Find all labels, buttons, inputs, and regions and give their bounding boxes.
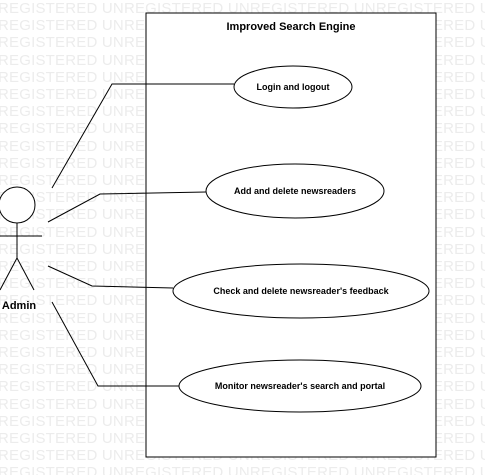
association-add-delete[interactable] bbox=[47, 191, 207, 223]
actor-right-leg bbox=[16, 257, 35, 291]
actor-left-leg bbox=[0, 257, 18, 291]
use-case-ellipse bbox=[172, 263, 430, 319]
use-case-monitor-search-portal[interactable]: Monitor newsreader's search and portal bbox=[178, 359, 422, 413]
association-feedback[interactable] bbox=[47, 265, 174, 289]
use-case-label: Check and delete newsreader's feedback bbox=[213, 286, 389, 296]
use-case-ellipse bbox=[205, 163, 385, 219]
use-case-ellipse bbox=[178, 359, 422, 413]
actor-head bbox=[0, 186, 36, 224]
use-case-login-logout[interactable]: Login and logout bbox=[233, 65, 353, 109]
use-case-label: Add and delete newsreaders bbox=[234, 186, 356, 196]
use-case-label: Monitor newsreader's search and portal bbox=[215, 381, 385, 391]
use-case-check-delete-feedback[interactable]: Check and delete newsreader's feedback bbox=[172, 263, 430, 319]
use-case-ellipse bbox=[233, 65, 353, 109]
admin-actor[interactable] bbox=[0, 186, 42, 291]
system-title: Improved Search Engine bbox=[227, 21, 356, 33]
use-case-label: Login and logout bbox=[257, 82, 330, 92]
use-case-add-delete-newsreaders[interactable]: Add and delete newsreaders bbox=[205, 163, 385, 219]
association-login[interactable] bbox=[51, 83, 234, 189]
association-monitor[interactable] bbox=[51, 301, 180, 387]
actor-label: Admin bbox=[2, 300, 37, 312]
